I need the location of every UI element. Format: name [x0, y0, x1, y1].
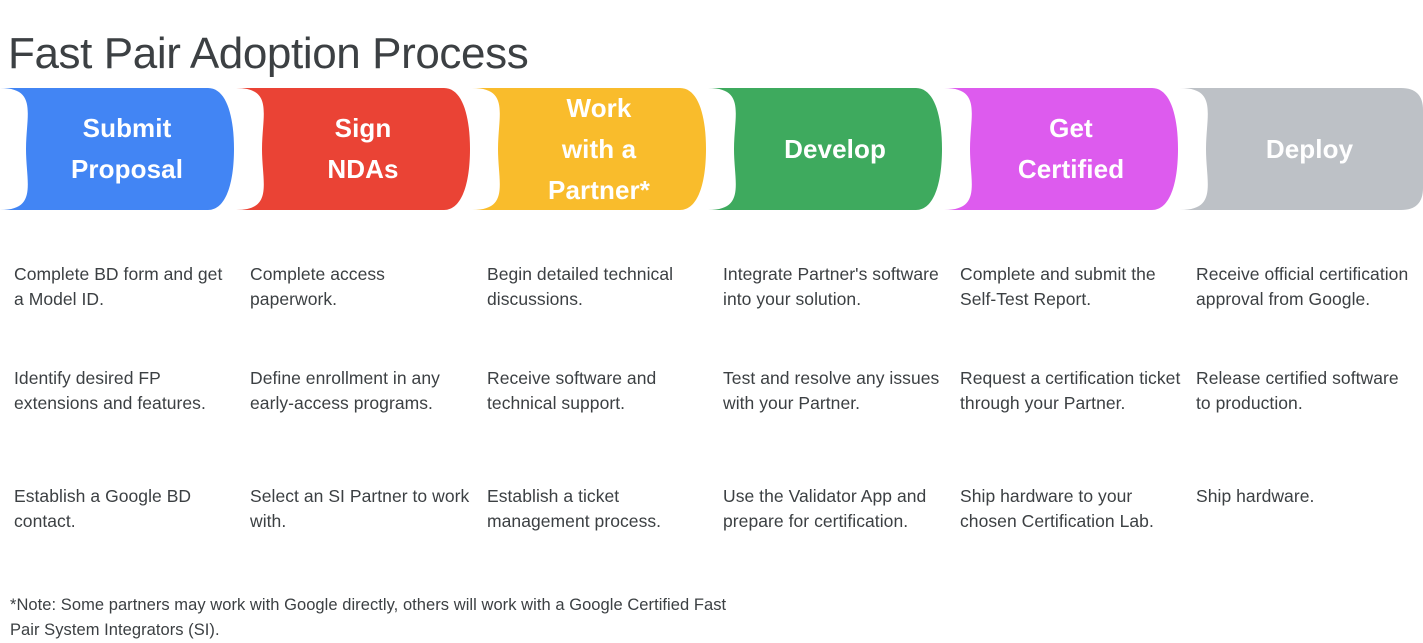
- chevron-shape-icon: [472, 88, 706, 210]
- stage-detail-item: Release certified software to production…: [1196, 367, 1399, 413]
- process-stage-band: Submit Proposal Sign NDAs Work with a Pa…: [0, 88, 1423, 210]
- stage-detail-item: Complete access paperwork.: [250, 263, 385, 309]
- stage-detail-item: Select an SI Partner to work with.: [250, 485, 470, 531]
- chevron-shape-icon: [1180, 88, 1423, 210]
- process-stage-label: Develop: [784, 133, 886, 164]
- page-title: Fast Pair Adoption Process: [8, 29, 529, 79]
- process-stage-deploy[interactable]: Deploy: [1180, 88, 1423, 210]
- stage-detail-item: Define enrollment in any early-access pr…: [250, 367, 440, 413]
- stage-detail-item: Ship hardware to your chosen Certificati…: [960, 485, 1154, 531]
- process-stage-sign-ndas[interactable]: Sign NDAs: [236, 88, 470, 210]
- process-stage-develop[interactable]: Develop: [708, 88, 942, 210]
- chevron-shape-icon: [0, 88, 234, 210]
- stage-detail-item: Receive official certification approval …: [1196, 263, 1409, 309]
- stage-detail-item: Request a certification ticket through y…: [960, 367, 1181, 413]
- stage-details-columns: Complete BD form and get a Model ID. Ide…: [0, 238, 1423, 568]
- stage-detail-item: Ship hardware.: [1196, 485, 1315, 506]
- stage-detail-item: Integrate Partner's software into your s…: [723, 263, 939, 309]
- chevron-shape-icon: [944, 88, 1178, 210]
- stage-detail-item: Use the Validator App and prepare for ce…: [723, 485, 927, 531]
- stage-detail-item: Establish a ticket management process.: [487, 485, 662, 531]
- stage-detail-item: Receive software and technical support.: [487, 367, 657, 413]
- process-stage-label: Submit Proposal: [70, 113, 184, 184]
- process-stage-label: Work with a Partner*: [548, 92, 650, 205]
- process-stage-label: Deploy: [1265, 133, 1354, 164]
- process-stage-work-with-a-partner[interactable]: Work with a Partner*: [472, 88, 706, 210]
- process-stage-label: Get Certified: [1017, 113, 1125, 184]
- process-stage-submit-proposal[interactable]: Submit Proposal: [0, 88, 234, 210]
- stage-detail-item: Begin detailed technical discussions.: [487, 263, 674, 309]
- stage-detail-item: Identify desired FP extensions and featu…: [14, 367, 206, 413]
- process-stage-label: Sign NDAs: [327, 113, 399, 184]
- footnote-text: *Note: Some partners may work with Googl…: [10, 595, 727, 639]
- chevron-shape-icon: [708, 88, 942, 210]
- stage-detail-item: Test and resolve any issues with your Pa…: [723, 367, 940, 413]
- process-stage-get-certified[interactable]: Get Certified: [944, 88, 1178, 210]
- stage-detail-item: Establish a Google BD contact.: [14, 485, 192, 531]
- chevron-shape-icon: [236, 88, 470, 210]
- stage-detail-item: Complete BD form and get a Model ID.: [14, 263, 223, 309]
- stage-detail-item: Complete and submit the Self-Test Report…: [960, 263, 1156, 309]
